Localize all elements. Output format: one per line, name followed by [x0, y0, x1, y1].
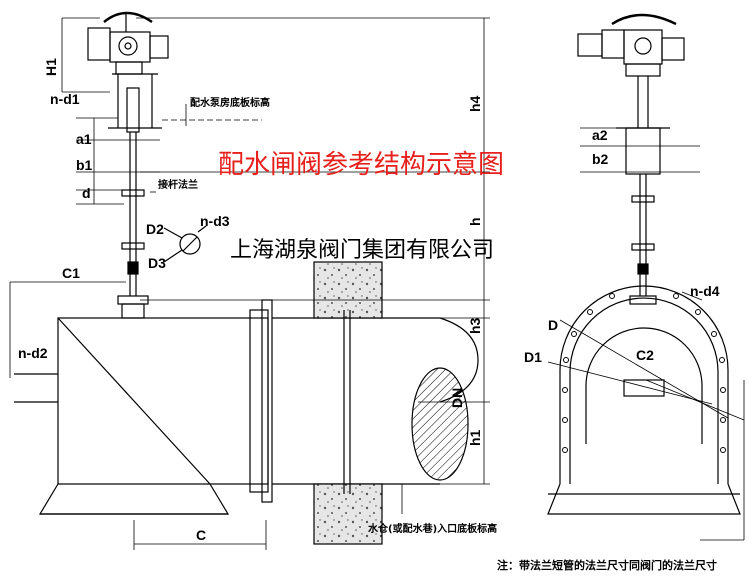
diagram-title: 配水闸阀参考结构示意图 — [218, 150, 505, 180]
valve-stem-front — [629, 174, 657, 305]
label-D3: D3 — [148, 255, 166, 271]
actuator-side — [87, 11, 169, 75]
label-D1: D1 — [524, 349, 542, 365]
note-pump-floor: 配水泵房底板标高 — [190, 96, 270, 109]
dimension-labels: H1 n-d1 a1 b1 d D2 n-d3 D3 C1 n-d2 h4 h … — [18, 58, 720, 543]
wall-concrete-upper — [313, 261, 383, 319]
front-view — [547, 13, 741, 515]
side-view — [14, 11, 479, 545]
label-d: d — [82, 185, 91, 201]
label-n-d4: n-d4 — [690, 283, 720, 299]
label-n-d1: n-d1 — [50, 91, 80, 107]
valve-stem-side — [117, 132, 149, 319]
gate-body-side — [38, 299, 273, 515]
bolt-holes — [562, 293, 726, 453]
label-b2: b2 — [592, 151, 609, 167]
label-a2: a2 — [592, 127, 608, 143]
position-indicator — [163, 225, 207, 263]
label-D2: D2 — [146, 221, 164, 237]
label-h3: h3 — [467, 317, 483, 334]
floor-stand-front — [616, 76, 670, 175]
actuator-front — [577, 13, 685, 77]
label-h1: h1 — [467, 429, 483, 446]
company-watermark: 上海湖泉阀门集团有限公司 — [230, 238, 495, 263]
dimension-lines-right — [547, 127, 745, 541]
gate-body-front — [547, 285, 741, 515]
label-h4: h4 — [467, 95, 483, 112]
label-h: h — [467, 217, 483, 226]
label-C: C — [196, 527, 206, 543]
dimension-lines-left — [9, 17, 490, 550]
label-C2: C2 — [636, 347, 654, 363]
footnote: 注：带法兰短管的法兰尺寸同阀门的法兰尺寸 — [497, 559, 717, 572]
label-H1: H1 — [43, 58, 59, 76]
label-n-d3: n-d3 — [200, 213, 230, 229]
label-n-d2: n-d2 — [18, 345, 48, 361]
note-tank-floor: 水仓(或配水巷)入口底板标高 — [367, 522, 497, 535]
label-b1: b1 — [76, 157, 93, 173]
annotation-notes: 配水泵房底板标高 接杆法兰 水仓(或配水巷)入口底板标高 — [158, 96, 497, 535]
note-stem-flange: 接杆法兰 — [158, 178, 198, 191]
label-DN: DN — [449, 388, 465, 408]
label-C1: C1 — [62, 265, 80, 281]
wall-concrete-lower — [313, 483, 383, 545]
label-a1: a1 — [76, 131, 92, 147]
wall-pipe-side — [272, 317, 479, 485]
label-D: D — [548, 317, 558, 333]
floor-stand-side — [108, 73, 162, 133]
